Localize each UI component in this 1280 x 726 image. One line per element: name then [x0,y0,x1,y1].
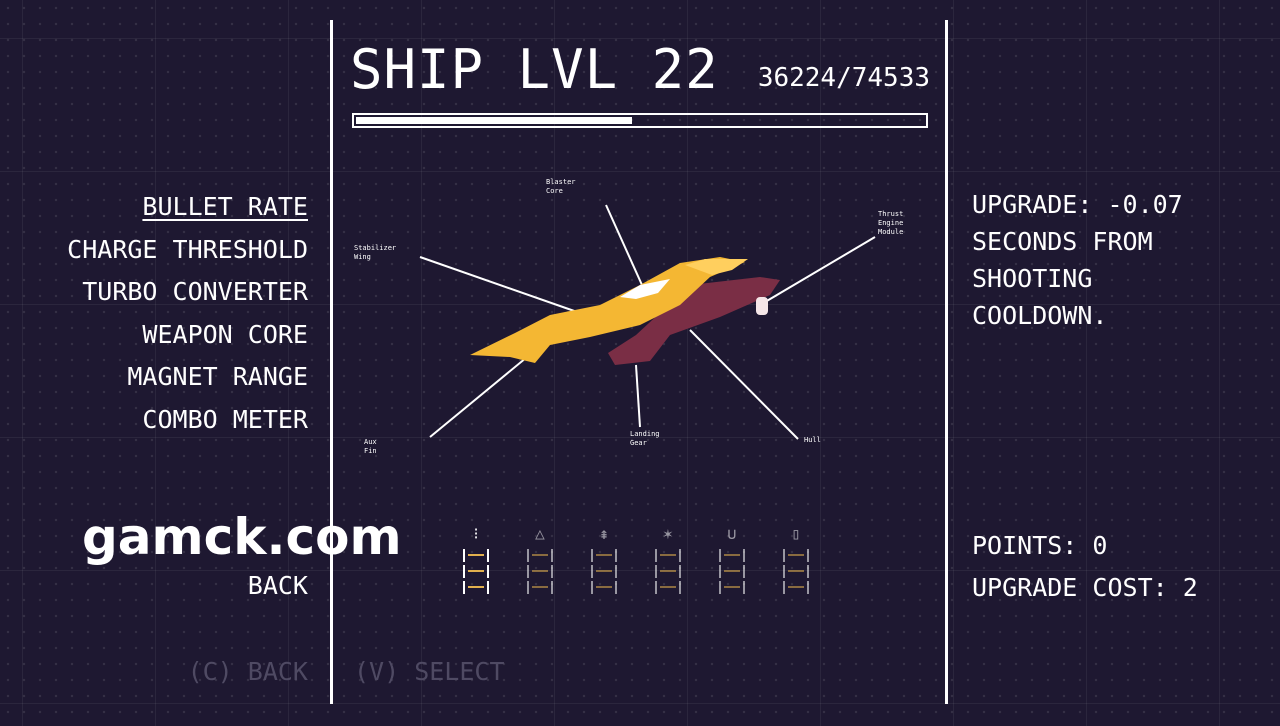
left-divider [330,20,333,704]
ship-maroon-hull [608,277,780,365]
slot-chevrons[interactable]: ⇞ [586,522,622,594]
slot-bullet[interactable]: ⁝ [458,522,494,594]
callout-line-right [759,236,876,306]
slot-rung [591,565,617,578]
hint-select: (V) SELECT [354,657,505,686]
upgrade-cost-readout: UPGRADE COST: 2 [972,573,1198,602]
magnet-icon: ∪ [727,524,737,543]
menu-item-weapon-core[interactable]: WEAPON CORE [142,319,308,349]
slot-magnet[interactable]: ∪ [714,522,750,594]
core-icon: ✶ [663,524,673,543]
ship-label-bottom-left: Aux Fin [364,438,377,455]
ship-yellow-body [470,257,745,363]
xp-counter: 36224/74533 [757,63,930,93]
slot-rung [783,565,809,578]
menu-item-combo-meter[interactable]: COMBO METER [142,404,308,434]
triangle-icon: △ [535,524,545,543]
slot-rung [719,565,745,578]
slot-rung [783,581,809,594]
xp-progress-bar [352,113,928,128]
slot-rung [655,549,681,562]
hint-back: (C) BACK [187,657,308,686]
ship-label-top: Blaster Core [546,178,576,195]
ship-sprite [470,257,780,365]
meter-icon: ▯ [791,524,801,543]
slot-rung [655,565,681,578]
callout-line-bottom-right [689,329,799,440]
slot-rung [591,549,617,562]
xp-progress-fill [356,117,632,124]
ship-label-right: Thrust Engine Module [878,210,904,236]
ship-canopy [620,279,670,299]
ship-label-left: Stabilizer Wing [354,244,397,261]
slot-rung [527,549,553,562]
slot-rung [527,581,553,594]
slot-rung [463,581,489,594]
callout-lines [419,204,876,440]
slot-rung [719,581,745,594]
ship-label-bottom-right: Hull [804,436,821,444]
slot-rung [591,581,617,594]
ship-level-title: SHIP LVL 22 [350,38,719,101]
ship-diagram [419,204,876,440]
back-button[interactable]: BACK [247,571,308,600]
menu-item-bullet-rate[interactable]: BULLET RATE [142,192,308,221]
chevrons-icon: ⇞ [599,524,609,543]
upgrade-description: UPGRADE: -0.07 SECONDS FROM SHOOTING COO… [972,190,1183,330]
slot-core[interactable]: ✶ [650,522,686,594]
callout-line-top [605,204,643,286]
ship-thruster [756,297,768,315]
slot-rung [527,565,553,578]
slot-meter[interactable]: ▯ [778,522,814,594]
ship-label-bottom-mid: Landing Gear [630,430,660,447]
callout-line-bottom-left [429,352,533,438]
slot-rung [463,549,489,562]
slot-rung [655,581,681,594]
slot-rung [719,549,745,562]
menu-item-magnet-range[interactable]: MAGNET RANGE [127,362,308,392]
slot-rung [783,549,809,562]
right-divider [945,20,948,704]
bullet-icon: ⁝ [473,524,479,543]
watermark: gamck.com [82,508,402,566]
callout-line-left [419,256,581,314]
menu-item-charge-threshold[interactable]: CHARGE THRESHOLD [67,234,308,264]
callout-line-bottom-mid [635,364,641,428]
slot-rung [463,565,489,578]
upgrade-slots: ⁝ △ ⇞ ✶ ∪ ▯ [458,522,814,594]
menu-item-turbo-converter[interactable]: TURBO CONVERTER [82,277,308,307]
upgrade-menu: BULLET RATE CHARGE THRESHOLD TURBO CONVE… [67,186,308,442]
slot-triangle[interactable]: △ [522,522,558,594]
points-readout: POINTS: 0 [972,531,1108,560]
ship-highlight [685,259,748,275]
